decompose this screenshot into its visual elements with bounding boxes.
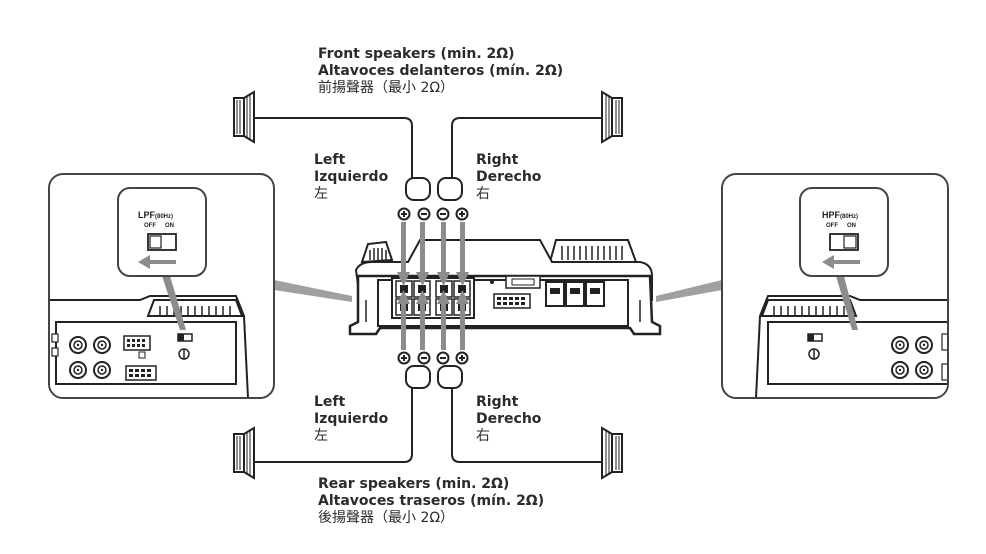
- front-title-en: Front speakers (min. 2Ω): [318, 46, 515, 62]
- lpf-on-label: ON: [165, 223, 174, 229]
- right-callout-pointer: [656, 280, 722, 302]
- right-en: Right: [476, 394, 519, 410]
- rear-left-wire: [254, 388, 413, 463]
- rear-title-en: Rear speakers (min. 2Ω): [318, 476, 510, 492]
- rear-right-speaker-icon: [601, 427, 623, 479]
- minus-icon: [417, 351, 431, 365]
- right-es: Derecho: [476, 411, 542, 427]
- front-title-zh: 前揚聲器（最小 2Ω）: [318, 80, 455, 96]
- rear-polarity-markers: [397, 351, 469, 365]
- left-zh: 左: [314, 428, 328, 444]
- right-zh: 右: [476, 428, 490, 444]
- front-right-channel-label: Right Derecho 右: [476, 152, 541, 203]
- rear-left-channel-label: Left Izquierdo 左: [314, 394, 388, 445]
- lpf-freq: (80Hz): [155, 214, 174, 220]
- rear-left-speaker-icon: [233, 427, 255, 479]
- left-en: Left: [314, 152, 346, 168]
- left-es: Izquierdo: [314, 169, 389, 185]
- plus-icon: [455, 351, 469, 365]
- front-right-plug: [437, 177, 463, 201]
- left-es: Izquierdo: [314, 411, 389, 427]
- lpf-off-label: OFF: [144, 223, 156, 229]
- minus-icon: [417, 207, 431, 221]
- rear-left-plug: [405, 365, 431, 389]
- plus-icon: [455, 207, 469, 221]
- rear-terminal-arrows: [397, 290, 469, 350]
- hpf-freq: (80Hz): [840, 214, 859, 220]
- front-left-speaker-icon: [233, 91, 255, 143]
- plus-icon: [397, 207, 411, 221]
- hpf-text: HPF: [822, 210, 840, 220]
- rear-right-channel-label: Right Derecho 右: [476, 394, 541, 445]
- right-es: Derecho: [476, 169, 542, 185]
- hpf-label: HPF(80Hz): [822, 210, 858, 220]
- front-right-wire: [451, 117, 602, 178]
- lpf-label: LPF(80Hz): [138, 210, 173, 220]
- left-en: Left: [314, 394, 346, 410]
- front-left-wire: [254, 117, 413, 178]
- plus-icon: [397, 351, 411, 365]
- front-terminal-arrows: [397, 222, 469, 286]
- lpf-inset-panel: [48, 173, 275, 399]
- rear-right-wire: [451, 388, 602, 463]
- left-zh: 左: [314, 186, 328, 202]
- minus-icon: [436, 351, 450, 365]
- rear-speakers-label: Rear speakers (min. 2Ω) Altavoces traser…: [318, 476, 544, 527]
- front-title-es: Altavoces delanteros (mín. 2Ω): [318, 63, 564, 79]
- hpf-off-label: OFF: [826, 223, 838, 229]
- front-right-speaker-icon: [601, 91, 623, 143]
- minus-icon: [436, 207, 450, 221]
- left-callout-pointer: [274, 280, 352, 302]
- rear-right-plug: [437, 365, 463, 389]
- rear-title-zh: 後揚聲器（最小 2Ω）: [318, 510, 455, 526]
- hpf-inset-panel: [721, 173, 949, 399]
- front-polarity-markers: [397, 207, 469, 221]
- front-left-plug: [405, 177, 431, 201]
- amplifier-icon: [348, 239, 662, 336]
- rear-title-es: Altavoces traseros (mín. 2Ω): [318, 493, 545, 509]
- right-zh: 右: [476, 186, 490, 202]
- front-speakers-label: Front speakers (min. 2Ω) Altavoces delan…: [318, 46, 563, 97]
- front-left-channel-label: Left Izquierdo 左: [314, 152, 388, 203]
- hpf-on-label: ON: [847, 223, 856, 229]
- lpf-text: LPF: [138, 210, 155, 220]
- right-en: Right: [476, 152, 519, 168]
